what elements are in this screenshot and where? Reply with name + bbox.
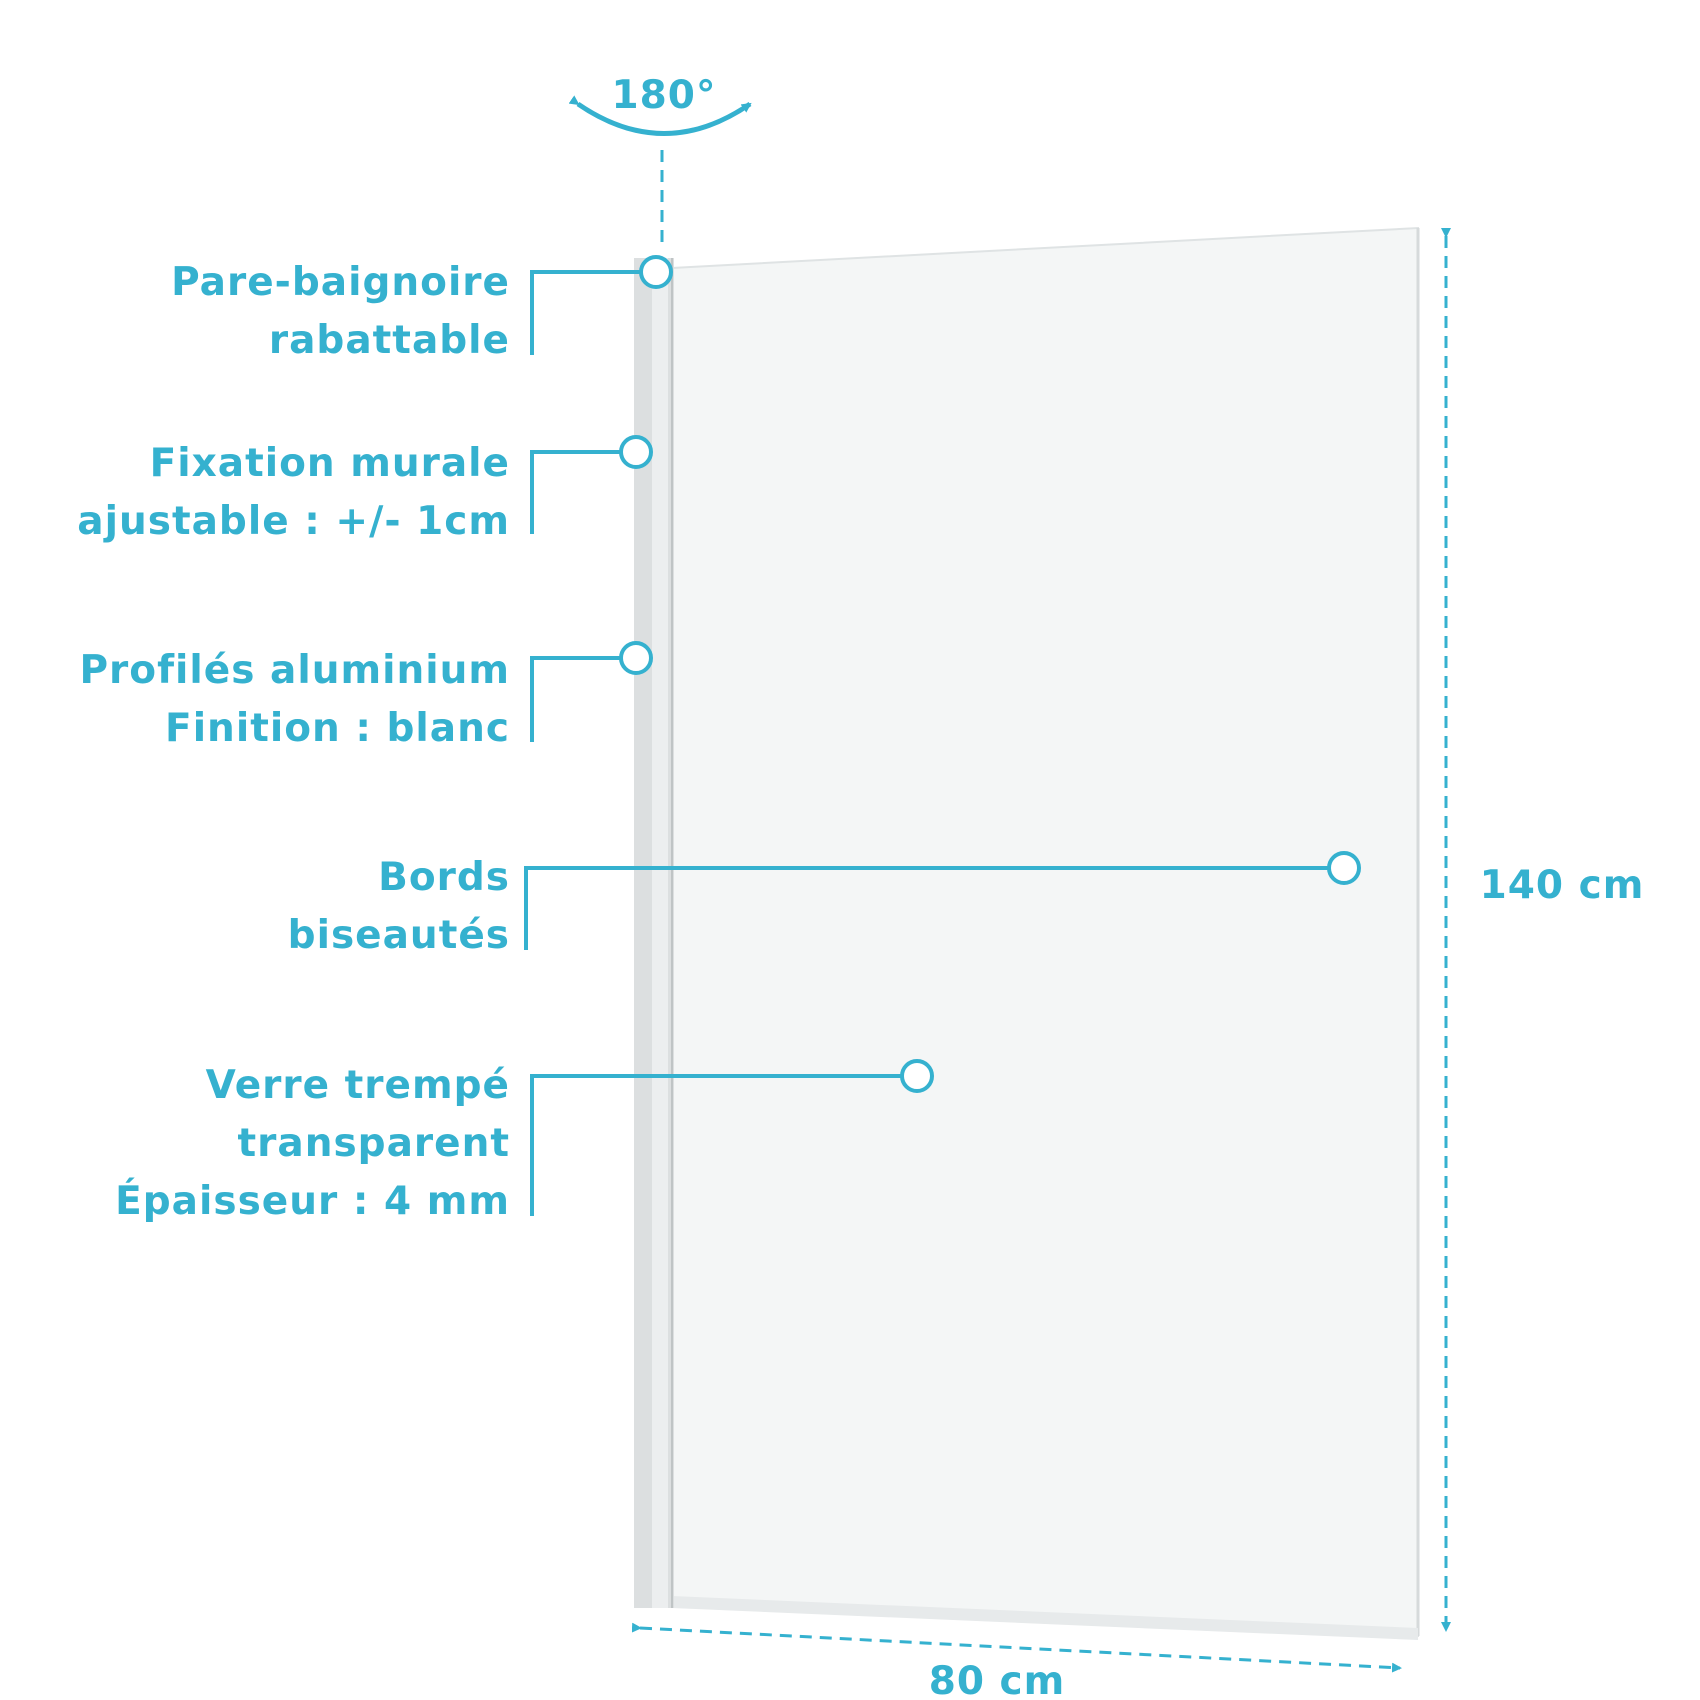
callout-pare-baignoire: Pare-baignoire rabattable — [171, 255, 673, 363]
callout-connector — [530, 656, 622, 742]
callout-marker — [619, 435, 653, 469]
callout-text-line: Pare-baignoire — [171, 260, 510, 305]
callout-text-line: Profilés aluminium — [79, 648, 510, 693]
callout-text-line: Bords — [378, 855, 510, 900]
rotation-label: 180° — [612, 73, 717, 118]
height-dimension-label: 140 cm — [1480, 863, 1645, 908]
width-dimension-label: 80 cm — [929, 1659, 1066, 1700]
callout-bords-biseautes: Bords biseautés — [288, 851, 1361, 958]
width-dimension-line — [631, 1622, 1402, 1673]
callout-profiles-aluminium: Profilés aluminium Finition : blanc — [79, 641, 653, 751]
callout-connector — [524, 866, 1329, 950]
glass-panel — [671, 226, 1419, 1638]
callout-marker — [1327, 851, 1361, 885]
callout-connector — [530, 270, 642, 355]
callout-marker — [619, 641, 653, 675]
callout-text-line: Épaisseur : 4 mm — [115, 1177, 510, 1224]
aluminium-profile-inner — [652, 258, 668, 1608]
callout-text-line: biseautés — [288, 913, 510, 958]
callout-text-line: rabattable — [269, 318, 510, 363]
callout-marker — [900, 1059, 934, 1093]
callout-connector — [530, 450, 622, 534]
callout-marker — [639, 255, 673, 289]
callout-text-line: Verre trempé — [206, 1063, 510, 1108]
callout-text-line: ajustable : +/- 1cm — [77, 499, 510, 544]
callout-connector — [530, 1074, 902, 1216]
callout-fixation-murale: Fixation murale ajustable : +/- 1cm — [77, 435, 653, 544]
callout-verre-trempe: Verre trempé transparent Épaisseur : 4 m… — [115, 1059, 934, 1224]
rotation-arrow — [568, 95, 752, 136]
callout-text-line: Fixation murale — [150, 441, 510, 486]
callout-text-line: Finition : blanc — [165, 706, 510, 751]
callout-text-line: transparent — [238, 1121, 511, 1166]
